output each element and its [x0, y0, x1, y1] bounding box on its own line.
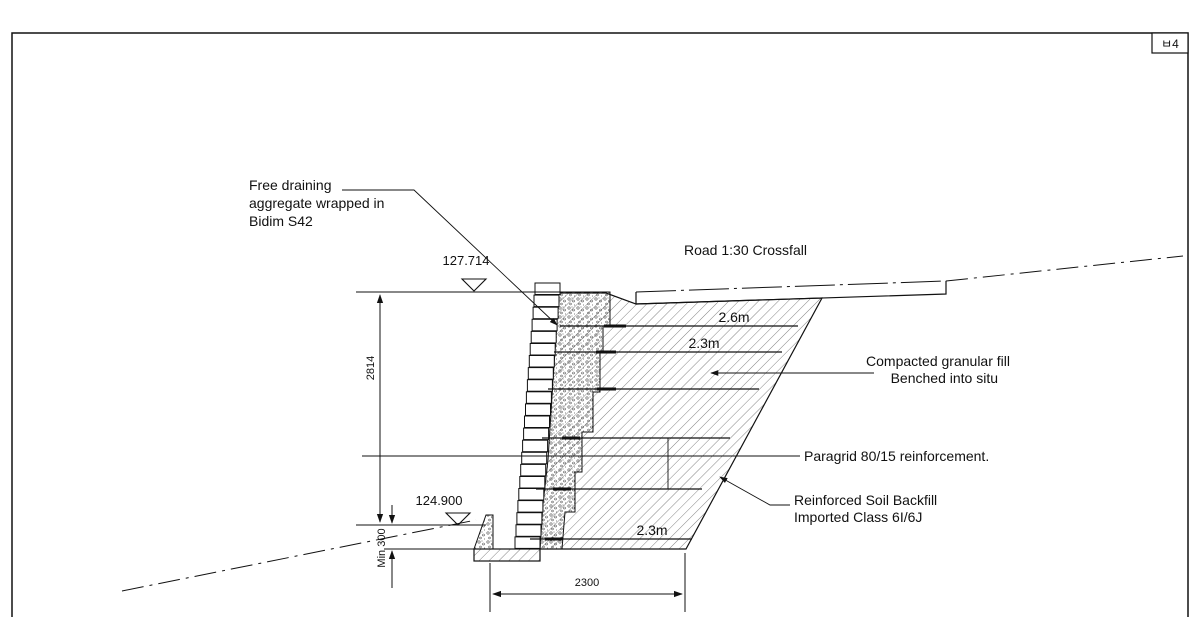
facing-block	[530, 330, 557, 344]
facing-block	[534, 282, 561, 295]
levelling-pad	[473, 548, 541, 562]
facing-block	[524, 415, 550, 428]
leader-backfill	[719, 476, 790, 506]
facing-block	[532, 306, 559, 320]
facing-block	[521, 451, 548, 465]
level-marker-top	[460, 278, 488, 292]
road-crossfall-line	[635, 280, 947, 293]
sheet-frame	[11, 32, 1189, 617]
sheet-tag: ㅂ4	[1161, 37, 1179, 51]
label-drainage-3: Bidim S42	[249, 213, 313, 229]
grid-length-top: 2.6m	[718, 309, 749, 325]
facing-block	[529, 343, 556, 356]
grid-length-second: 2.3m	[688, 335, 719, 351]
level-top-value: 127.714	[443, 253, 490, 268]
facing-block	[514, 536, 541, 549]
label-road: Road 1:30 Crossfall	[684, 242, 807, 258]
label-backfill-1: Reinforced Soil Backfill	[794, 492, 937, 508]
ground-line-left	[121, 519, 477, 592]
embed-value: Min 300	[376, 528, 388, 567]
level-bottom-value: 124.900	[416, 493, 463, 508]
label-backfill-2: Imported Class 6I/6J	[794, 509, 922, 525]
label-reinforcement: Paragrid 80/15 reinforcement.	[804, 448, 989, 464]
facing-block	[525, 403, 551, 416]
label-fill-2: Benched into situ	[891, 370, 998, 386]
facing-block	[518, 488, 545, 501]
facing-block	[516, 512, 543, 525]
label-drainage-2: aggregate wrapped in	[249, 195, 384, 211]
facing-block	[525, 391, 552, 404]
facing-block	[522, 439, 549, 453]
facing-block	[526, 379, 553, 392]
sheet-tag-box	[1151, 32, 1189, 54]
grid-length-bottom: 2.3m	[636, 522, 667, 538]
wall-height-value: 2814	[365, 356, 377, 380]
base-width-value: 2300	[575, 577, 599, 589]
facing-block	[517, 500, 544, 513]
geogrid-connectors	[545, 324, 626, 541]
label-drainage-1: Free draining	[249, 177, 332, 193]
facing-block	[523, 427, 550, 441]
facing-block	[528, 355, 555, 368]
facing-block	[515, 524, 542, 537]
road-surface	[635, 281, 947, 305]
wall-facing-blocks	[514, 282, 561, 549]
toe-drainage	[473, 514, 494, 550]
label-fill-1: Compacted granular fill	[866, 353, 1010, 369]
level-marker-bottom	[444, 512, 472, 526]
ground-line-right	[945, 255, 1184, 282]
leader-drainage	[342, 189, 558, 326]
facing-block	[527, 367, 554, 380]
facing-block	[519, 476, 546, 489]
facing-block	[533, 294, 560, 308]
facing-block	[520, 463, 547, 477]
